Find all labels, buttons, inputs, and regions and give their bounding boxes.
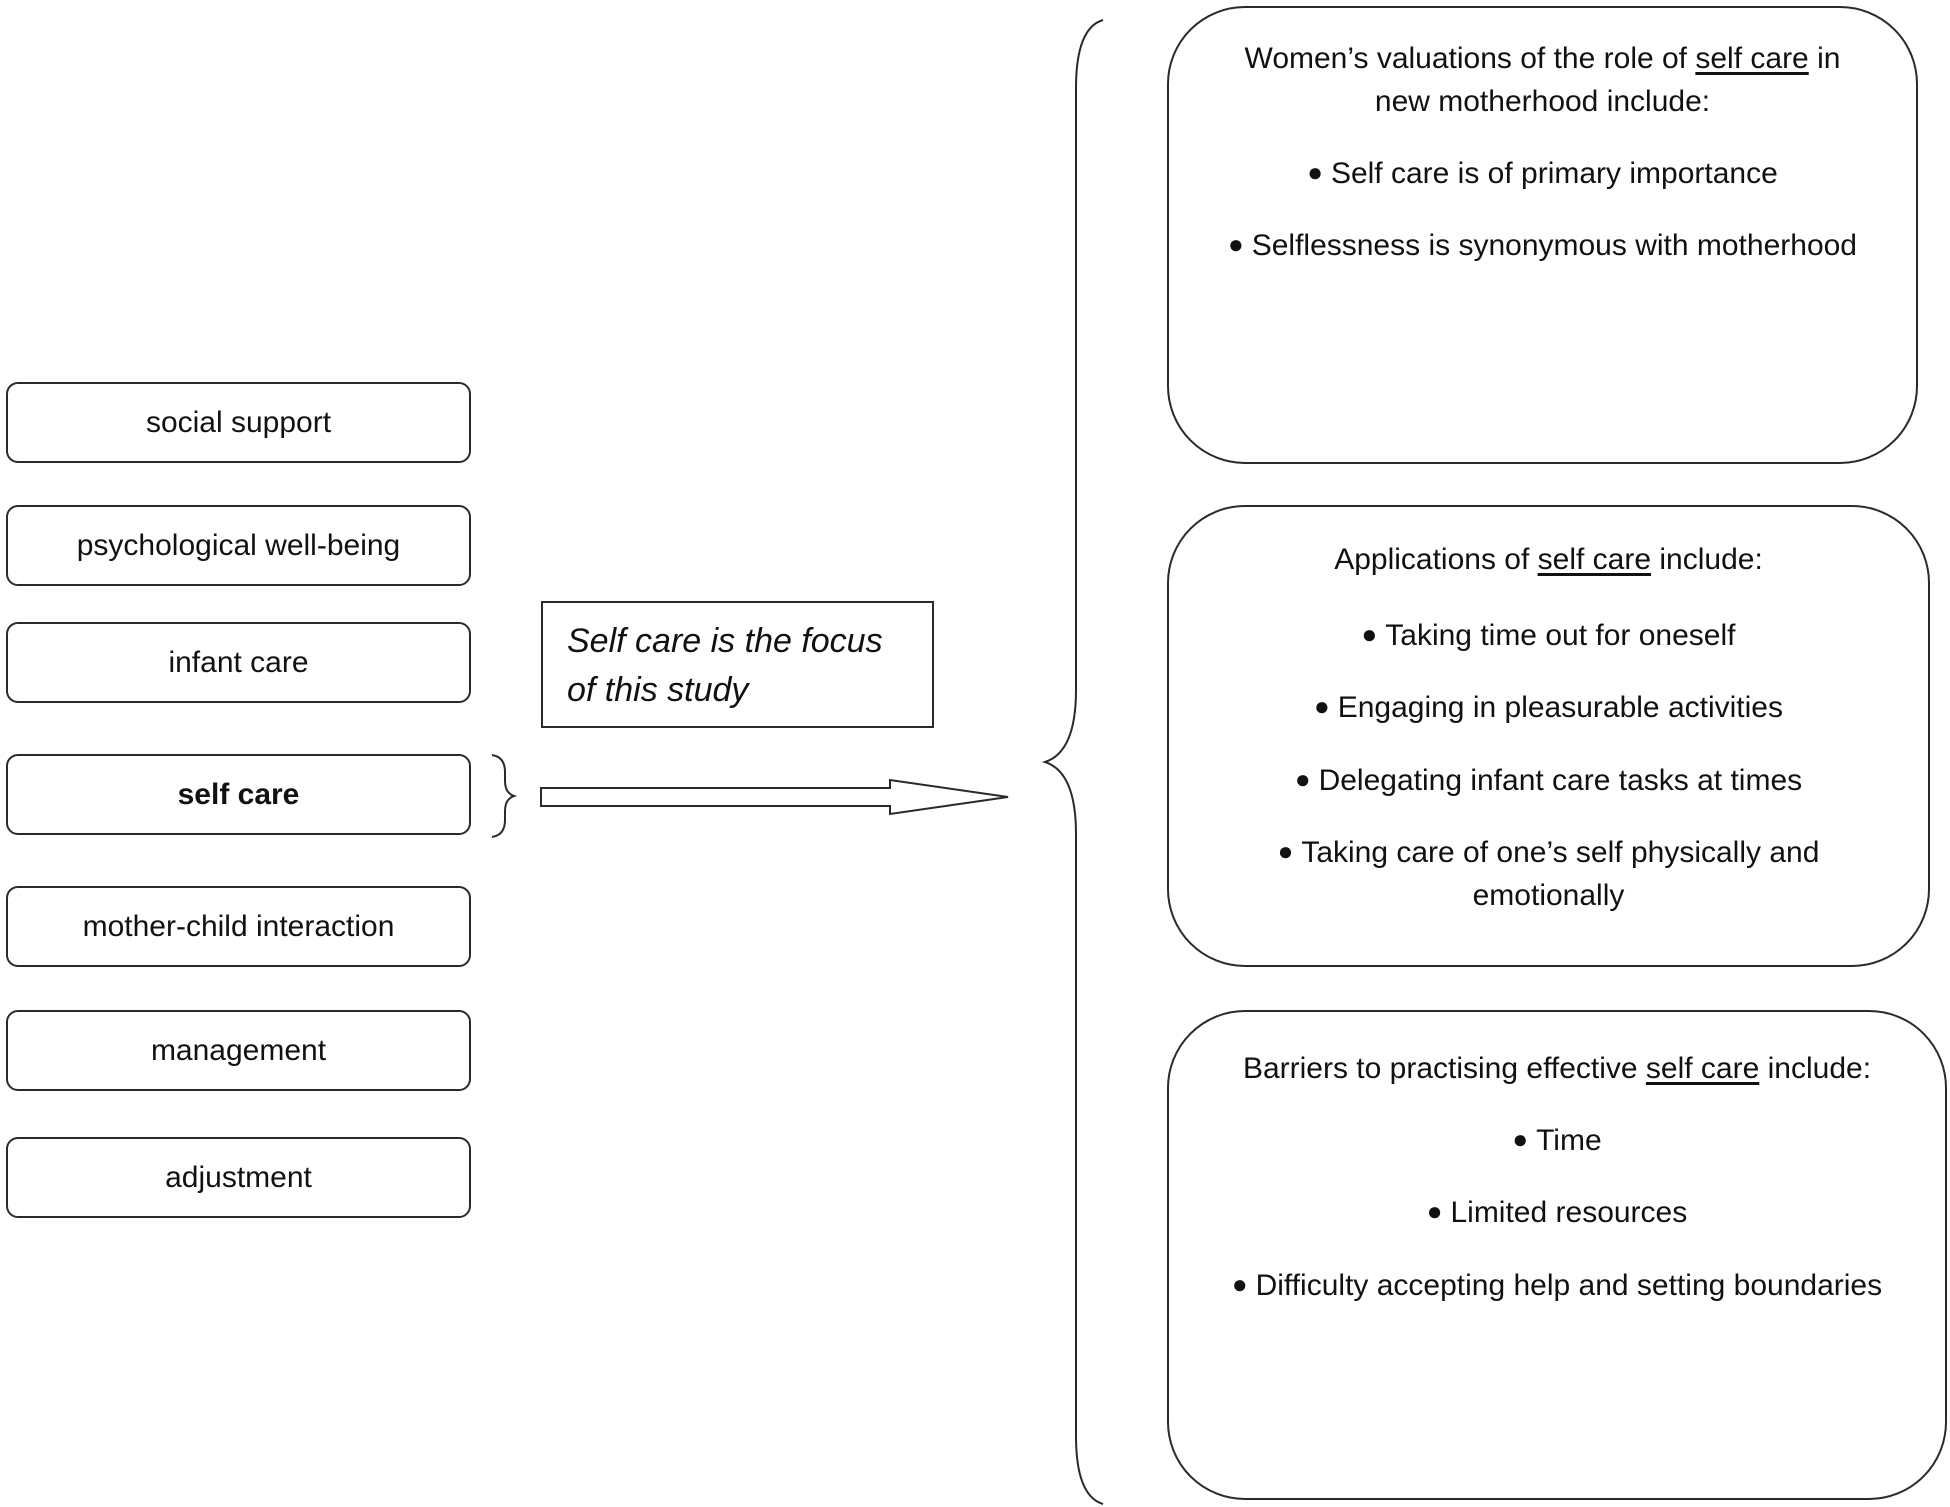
large-brace xyxy=(1041,19,1104,1505)
focus-note: Self care is the focus of this study xyxy=(541,601,934,728)
topic-box-psychological-well-being: psychological well-being xyxy=(6,505,471,586)
heading-text: Applications of xyxy=(1334,543,1538,576)
list-item-text: Taking care of one’s self physically and… xyxy=(1301,836,1820,912)
topic-box-adjustment: adjustment xyxy=(6,1137,471,1218)
panel-heading: Barriers to practising effective self ca… xyxy=(1169,1048,1945,1091)
small-brace xyxy=(491,754,518,838)
bullet-icon: ● xyxy=(1307,157,1323,188)
topic-label: psychological well-being xyxy=(76,528,401,562)
bullet-icon: ● xyxy=(1313,691,1330,722)
bullet-list: ●Taking time out for oneself ●Engaging i… xyxy=(1169,615,1928,918)
topic-box-infant-care: infant care xyxy=(6,622,471,703)
list-item-text: Limited resources xyxy=(1450,1196,1688,1230)
topic-box-social-support: social support xyxy=(6,382,471,463)
heading-text: include: xyxy=(1651,543,1763,576)
focus-arrow xyxy=(540,778,1009,816)
bullet-icon: ● xyxy=(1227,228,1244,259)
heading-keyword: self care xyxy=(1695,42,1809,75)
list-item: ●Taking care of one’s self physically an… xyxy=(1169,832,1928,917)
heading-text: Barriers to practising effective xyxy=(1242,1052,1646,1085)
list-item: ●Self care is of primary importance xyxy=(1169,153,1916,196)
heading-text: include: xyxy=(1759,1052,1872,1085)
topic-label: mother-child interaction xyxy=(82,909,395,943)
panel-heading: Women’s valuations of the role of self c… xyxy=(1169,38,1916,123)
bullet-icon: ● xyxy=(1512,1123,1529,1154)
topic-label: self care xyxy=(177,777,300,811)
list-item: ●Taking time out for oneself xyxy=(1169,615,1928,658)
list-item: ●Difficulty accepting help and setting b… xyxy=(1169,1265,1945,1308)
panel-valuations: Women’s valuations of the role of self c… xyxy=(1167,6,1918,464)
heading-keyword: self care xyxy=(1537,543,1652,576)
bullet-icon: ● xyxy=(1426,1196,1443,1227)
heading-text: in new motherhood include: xyxy=(1374,42,1841,118)
panel-applications: Applications of self care include: ●Taki… xyxy=(1167,505,1930,967)
panel-heading: Applications of self care include: xyxy=(1169,539,1928,582)
bullet-icon: ● xyxy=(1361,618,1378,649)
list-item-text: Selflessness is synonymous with motherho… xyxy=(1251,228,1857,262)
list-item-text: Time xyxy=(1536,1123,1602,1157)
heading-text: Women’s valuations of the role of xyxy=(1244,42,1696,75)
bullet-icon: ● xyxy=(1277,836,1294,867)
list-item: ●Delegating infant care tasks at times xyxy=(1169,760,1928,803)
list-item-text: Delegating infant care tasks at times xyxy=(1318,763,1803,797)
panel-barriers: Barriers to practising effective self ca… xyxy=(1167,1010,1947,1500)
list-item-text: Engaging in pleasurable activities xyxy=(1337,691,1783,725)
heading-keyword: self care xyxy=(1645,1052,1760,1085)
topic-label: infant care xyxy=(168,645,309,679)
topic-label: management xyxy=(150,1033,327,1067)
list-item: ●Time xyxy=(1169,1120,1945,1163)
topic-label: adjustment xyxy=(165,1160,312,1194)
list-item-text: Self care is of primary importance xyxy=(1330,157,1778,191)
list-item-text: Taking time out for oneself xyxy=(1385,618,1736,652)
topic-box-management: management xyxy=(6,1010,471,1091)
list-item-text: Difficulty accepting help and setting bo… xyxy=(1255,1268,1883,1302)
topic-box-self-care: self care xyxy=(6,754,471,835)
topic-box-mother-child-interaction: mother-child interaction xyxy=(6,886,471,967)
list-item: ●Engaging in pleasurable activities xyxy=(1169,687,1928,730)
bullet-icon: ● xyxy=(1294,763,1311,794)
bullet-list: ●Time ●Limited resources ●Difficulty acc… xyxy=(1169,1120,1945,1308)
list-item: ●Selflessness is synonymous with motherh… xyxy=(1169,225,1916,268)
bullet-list: ●Self care is of primary importance ●Sel… xyxy=(1169,153,1916,267)
list-item: ●Limited resources xyxy=(1169,1192,1945,1235)
bullet-icon: ● xyxy=(1231,1268,1248,1299)
topic-label: social support xyxy=(145,405,332,439)
focus-note-text: Self care is the focus of this study xyxy=(567,622,883,710)
